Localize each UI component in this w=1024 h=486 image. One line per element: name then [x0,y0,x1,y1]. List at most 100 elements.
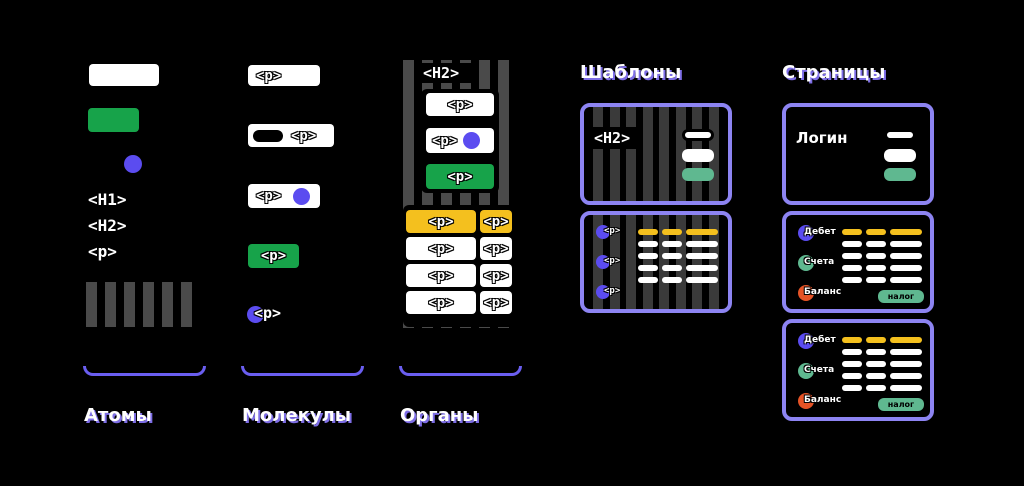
atom-h2-tag: <H2> [88,216,127,235]
page-row-bar [890,241,922,247]
page-row-bar [842,277,862,283]
page-row-bar [890,385,922,391]
template-login-frame: <H2> [580,103,732,205]
templates-label: Шаблоны [580,62,682,83]
organs-table-header-cell-1: <p> [406,210,476,233]
page-header-bar [866,337,886,343]
page-row-bar [866,253,886,259]
page-row-bar [890,361,922,367]
organs-cell-text: <p> [428,294,454,311]
template-submit [682,168,714,181]
organs-table-cell-r2c1: <p> [406,264,476,287]
atoms-bracket [83,366,206,376]
page-login-input-2 [884,149,916,162]
page-row-bar [842,265,862,271]
page-tax-button: налог [878,290,924,303]
page-row-bar [842,361,862,367]
molecule-blue-dot [293,187,311,205]
atom-p-tag: <p> [88,242,117,261]
page-balance-label: Баланс [804,395,842,405]
organs-bracket [399,366,522,376]
template-dot-2-text: <p> [604,256,621,266]
organs-cell-text: <p> [483,240,509,257]
page-row-bar [842,385,862,391]
page-tax-label: налог [887,400,915,409]
template-row-bar [662,253,682,259]
page-login-frame: Логин [782,103,934,205]
page-header-bar [842,337,862,343]
molecule-green-p-text: <p> [260,248,287,264]
page-row-bar [842,373,862,379]
organs-p-dot-text: <p> [432,132,458,149]
page-balance-dot [798,393,814,409]
page-login-input-1 [884,129,916,141]
page-row-bar [866,385,886,391]
page-login-submit [884,168,916,181]
template-h2-bg [592,127,642,149]
page-row-bar [842,349,862,355]
page-debit-label: Дебет [804,227,836,237]
template-table-frame: <p> <p> <p> [580,211,732,313]
page-accounts-frame-1: Дебет Счета Баланс налог [782,211,934,313]
molecule-p-input: <p> [248,65,320,86]
organs-green-button-text: <p> [447,168,473,185]
template-row-bar [638,253,658,259]
organs-cell-text: <p> [428,267,454,284]
page-row-bar [890,349,922,355]
organs-cell-text: <p> [428,240,454,257]
template-row-bar [638,241,658,247]
page-accounts-dot [798,363,814,379]
template-row-bar [686,253,718,259]
page-row-bar [866,265,886,271]
atoms-label: Атомы [84,405,152,426]
template-row-bar [638,265,658,271]
organs-p-input-text: <p> [447,96,473,113]
organs-table-cell-r3c1: <p> [406,291,476,314]
page-row-bar [890,253,922,259]
molecule-toggle-icon [253,129,283,142]
organs-header-text-1: <p> [428,213,454,230]
template-row-bar [662,265,682,271]
page-header-bar [890,337,922,343]
organs-h2-bg [420,63,472,83]
organs-label: Органы [400,405,479,426]
organs-p-dot-input: <p> [426,128,494,153]
template-row-bar [662,277,682,283]
template-h2-tag: <H2> [594,129,631,147]
molecules-bracket [241,366,364,376]
template-header-bar [638,229,658,235]
page-tax-button: налог [878,398,924,411]
page-tax-label: налог [887,292,915,301]
page-debit-label: Дебет [804,335,836,345]
template-input-1 [682,129,714,141]
page-row-bar [842,241,862,247]
page-accounts-label: Счета [804,365,835,375]
template-header-bar [686,229,718,235]
molecule-p-dot-text: <p> [256,188,282,204]
page-login-title: Логин [796,129,848,147]
page-row-bar [866,241,886,247]
page-row-bar [890,373,922,379]
template-row-bar [686,265,718,271]
page-row-bar [866,349,886,355]
template-row-bar [686,277,718,283]
page-accounts-label: Счета [804,257,835,267]
organs-table-cell-r1c2: <p> [480,237,512,260]
page-balance-dot [798,285,814,301]
page-debit-dot [798,225,814,241]
template-row-bar [662,241,682,247]
pages-label: Страницы [782,62,886,83]
page-balance-label: Баланс [804,287,842,297]
organs-cell-text: <p> [483,267,509,284]
atom-blue-dot [124,155,142,173]
page-row-bar [866,277,886,283]
template-dot-3-text: <p> [604,286,621,296]
organs-table-cell-r3c2: <p> [480,291,512,314]
molecule-green-p-button: <p> [248,244,299,268]
page-row-bar [842,253,862,259]
page-accounts-frame-2: Дебет Счета Баланс налог [782,319,934,421]
template-dot-2 [596,255,610,269]
atom-green-button [88,108,139,132]
organs-cell-text: <p> [483,294,509,311]
organs-table-cell-r1c1: <p> [406,237,476,260]
